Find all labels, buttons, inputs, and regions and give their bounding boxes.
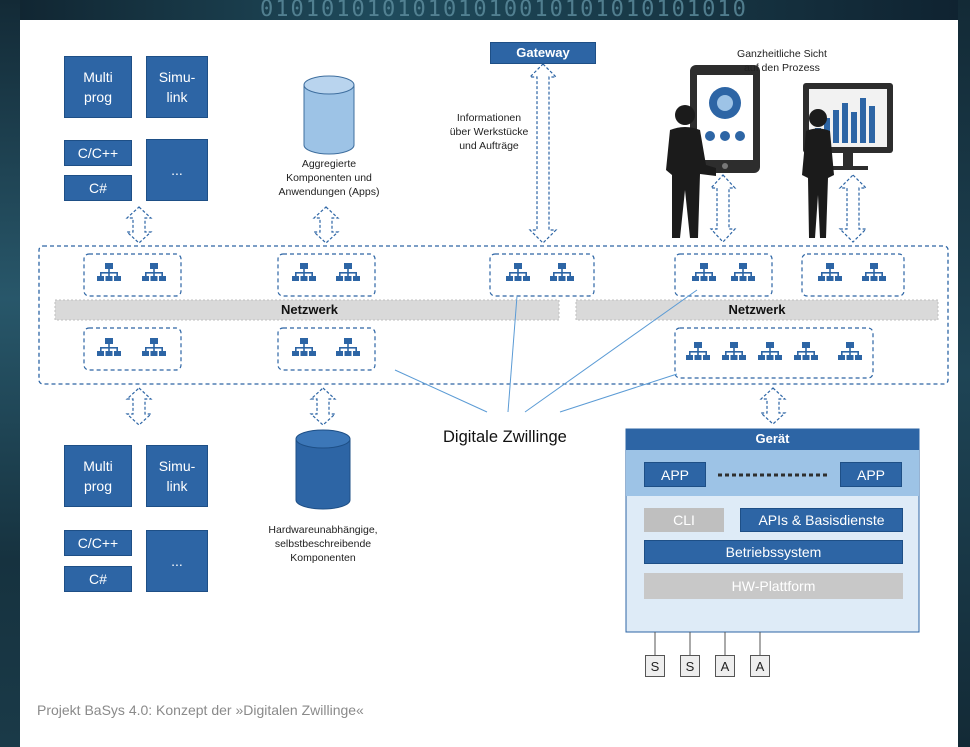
double-arrow-icon	[309, 387, 337, 426]
network-node-icon	[686, 342, 710, 360]
person-silhouette-icon	[802, 109, 834, 238]
actuator-box: A	[750, 655, 770, 677]
network-node-icon	[818, 263, 842, 281]
network-node-icon	[97, 338, 121, 356]
background-binary-digits: 01010101010101010010101010101010	[260, 0, 748, 20]
double-arrow-icon	[759, 387, 787, 425]
more-box: ...	[146, 530, 208, 592]
device-title-bar	[626, 429, 919, 450]
aggregated-label: Aggregierte Komponenten und Anwendungen …	[278, 158, 380, 198]
background-binary-band	[0, 0, 970, 20]
network-container	[38, 245, 949, 385]
simulink-box: Simu- link	[146, 445, 208, 507]
network-node-icon	[722, 342, 746, 360]
background-left-edge	[0, 0, 20, 747]
digital-twins-label: Digitale Zwillinge	[443, 428, 567, 446]
network-node-icon	[336, 263, 360, 281]
network-node-icon	[292, 338, 316, 356]
network-node-icon	[550, 263, 574, 281]
network-node-icon	[862, 263, 886, 281]
app-right-box: APP	[840, 462, 902, 487]
actuator-box: A	[715, 655, 735, 677]
network-node-icon	[336, 338, 360, 356]
cli-box: CLI	[644, 508, 724, 532]
cpp-box: C/C++	[64, 140, 132, 166]
network-bar-right	[575, 299, 939, 321]
network-node-icon	[731, 263, 755, 281]
network-node-icon	[292, 263, 316, 281]
network-node-icon	[142, 338, 166, 356]
network-bar-left	[54, 299, 560, 321]
app-left-box: APP	[644, 462, 706, 487]
double-arrow-icon	[125, 206, 153, 244]
database-icon-dark	[295, 429, 351, 510]
information-label: Informationen über Werkstücke und Aufträ…	[449, 112, 529, 152]
double-arrow-icon	[312, 206, 340, 244]
double-arrow-icons	[125, 63, 868, 426]
csharp-box: C#	[64, 566, 132, 592]
more-box: ...	[146, 139, 208, 201]
network-node-icon	[758, 342, 782, 360]
network-node-icon	[142, 263, 166, 281]
holistic-view-label: Ganzheitliche Sicht auf den Prozess	[737, 48, 827, 74]
sensor-box: S	[680, 655, 700, 677]
hw-platform-box: HW-Plattform	[644, 573, 903, 599]
apis-box: APIs & Basisdienste	[740, 508, 903, 532]
double-arrow-icon	[528, 63, 558, 244]
cpp-box: C/C++	[64, 530, 132, 556]
hardware-independent-label: Hardwareunabhängige, selbstbeschreibende…	[268, 524, 378, 564]
multiprog-box: Multi prog	[64, 445, 132, 507]
person-silhouette-icon	[666, 105, 716, 238]
figure-caption: Projekt BaSys 4.0: Konzept der »Digitale…	[37, 702, 364, 718]
io-connectors	[654, 632, 761, 655]
network-node-icon	[794, 342, 818, 360]
node-groups	[83, 253, 905, 379]
csharp-box: C#	[64, 175, 132, 201]
tablet-icon	[690, 65, 760, 173]
database-icon-light	[303, 75, 355, 155]
digital-twin-connectors	[394, 289, 698, 413]
os-box: Betriebssystem	[644, 540, 903, 564]
multiprog-box: Multi prog	[64, 56, 132, 118]
background-right-edge	[958, 0, 970, 747]
double-arrow-icon	[838, 174, 868, 243]
network-left-label: Netzwerk	[280, 302, 339, 317]
device-title: Gerät	[755, 431, 790, 446]
network-node-icon	[97, 263, 121, 281]
network-node-icon	[506, 263, 530, 281]
sensor-box: S	[645, 655, 665, 677]
network-right-label: Netzwerk	[728, 302, 786, 317]
network-node-icon	[692, 263, 716, 281]
double-arrow-icon	[709, 174, 737, 243]
network-node-icon	[838, 342, 862, 360]
gateway-box: Gateway	[490, 42, 596, 64]
double-arrow-icon	[125, 387, 153, 426]
simulink-box: Simu- link	[146, 56, 208, 118]
